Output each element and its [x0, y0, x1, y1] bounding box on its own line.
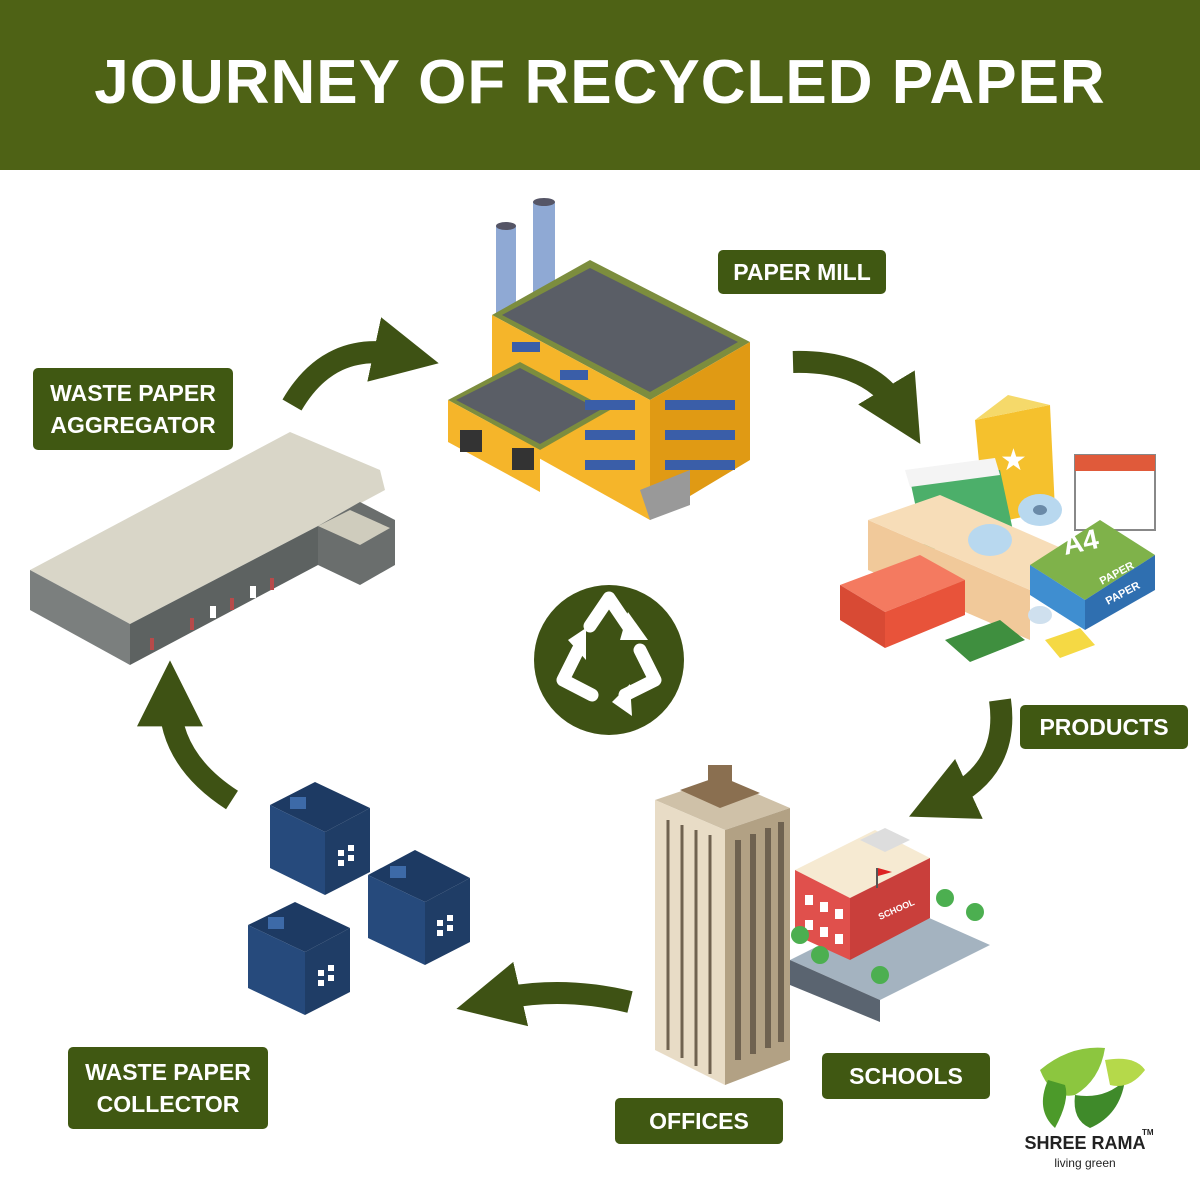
- a4-label: A4: [1060, 523, 1102, 561]
- paper-products-illustration: ★ A4 PAPER PAPER: [840, 395, 1156, 662]
- label-waste-paper-collector: WASTE PAPER COLLECTOR: [68, 1047, 268, 1129]
- office-tower-illustration: [655, 765, 790, 1085]
- brand-name: SHREE RAMA: [1024, 1133, 1146, 1153]
- label-paper-mill: PAPER MILL: [718, 250, 886, 294]
- leaf-logo-icon: [1040, 1047, 1145, 1128]
- aggregator-warehouse-illustration: [30, 432, 395, 665]
- svg-text:★: ★: [1000, 443, 1027, 478]
- label-aggregator-line2: AGGREGATOR: [50, 412, 216, 438]
- label-aggregator-line1: WASTE PAPER: [50, 380, 216, 406]
- arrow-mill-to-products: [792, 350, 921, 444]
- label-offices-text: OFFICES: [649, 1108, 749, 1134]
- label-paper-mill-text: PAPER MILL: [733, 259, 871, 285]
- label-collector-line2: COLLECTOR: [96, 1091, 240, 1117]
- arrow-offices-to-collector: [456, 961, 633, 1027]
- label-collector-line1: WASTE PAPER: [85, 1059, 251, 1085]
- label-waste-paper-aggregator: WASTE PAPER AGGREGATOR: [33, 368, 233, 450]
- collector-houses-illustration: [248, 782, 470, 1015]
- arrow-products-to-schools: [909, 698, 1013, 819]
- brand-tagline: living green: [1054, 1156, 1116, 1170]
- arrow-collector-to-aggregator: [137, 660, 239, 810]
- school-illustration: SCHOOL: [790, 828, 990, 1022]
- label-offices: OFFICES: [615, 1098, 783, 1144]
- paper-mill-illustration: [448, 198, 750, 520]
- page-title: JOURNEY OF RECYCLED PAPER: [94, 47, 1106, 117]
- label-products-text: PRODUCTS: [1039, 714, 1169, 740]
- recycle-icon: [534, 585, 684, 735]
- arrow-aggregator-to-mill: [282, 317, 439, 411]
- header-banner: JOURNEY OF RECYCLED PAPER: [0, 0, 1200, 170]
- label-schools: SCHOOLS: [822, 1053, 990, 1099]
- brand-logo: SHREE RAMA TM living green: [1010, 1040, 1160, 1180]
- brand-trademark: TM: [1142, 1128, 1154, 1137]
- label-schools-text: SCHOOLS: [849, 1063, 963, 1089]
- label-products: PRODUCTS: [1020, 705, 1188, 749]
